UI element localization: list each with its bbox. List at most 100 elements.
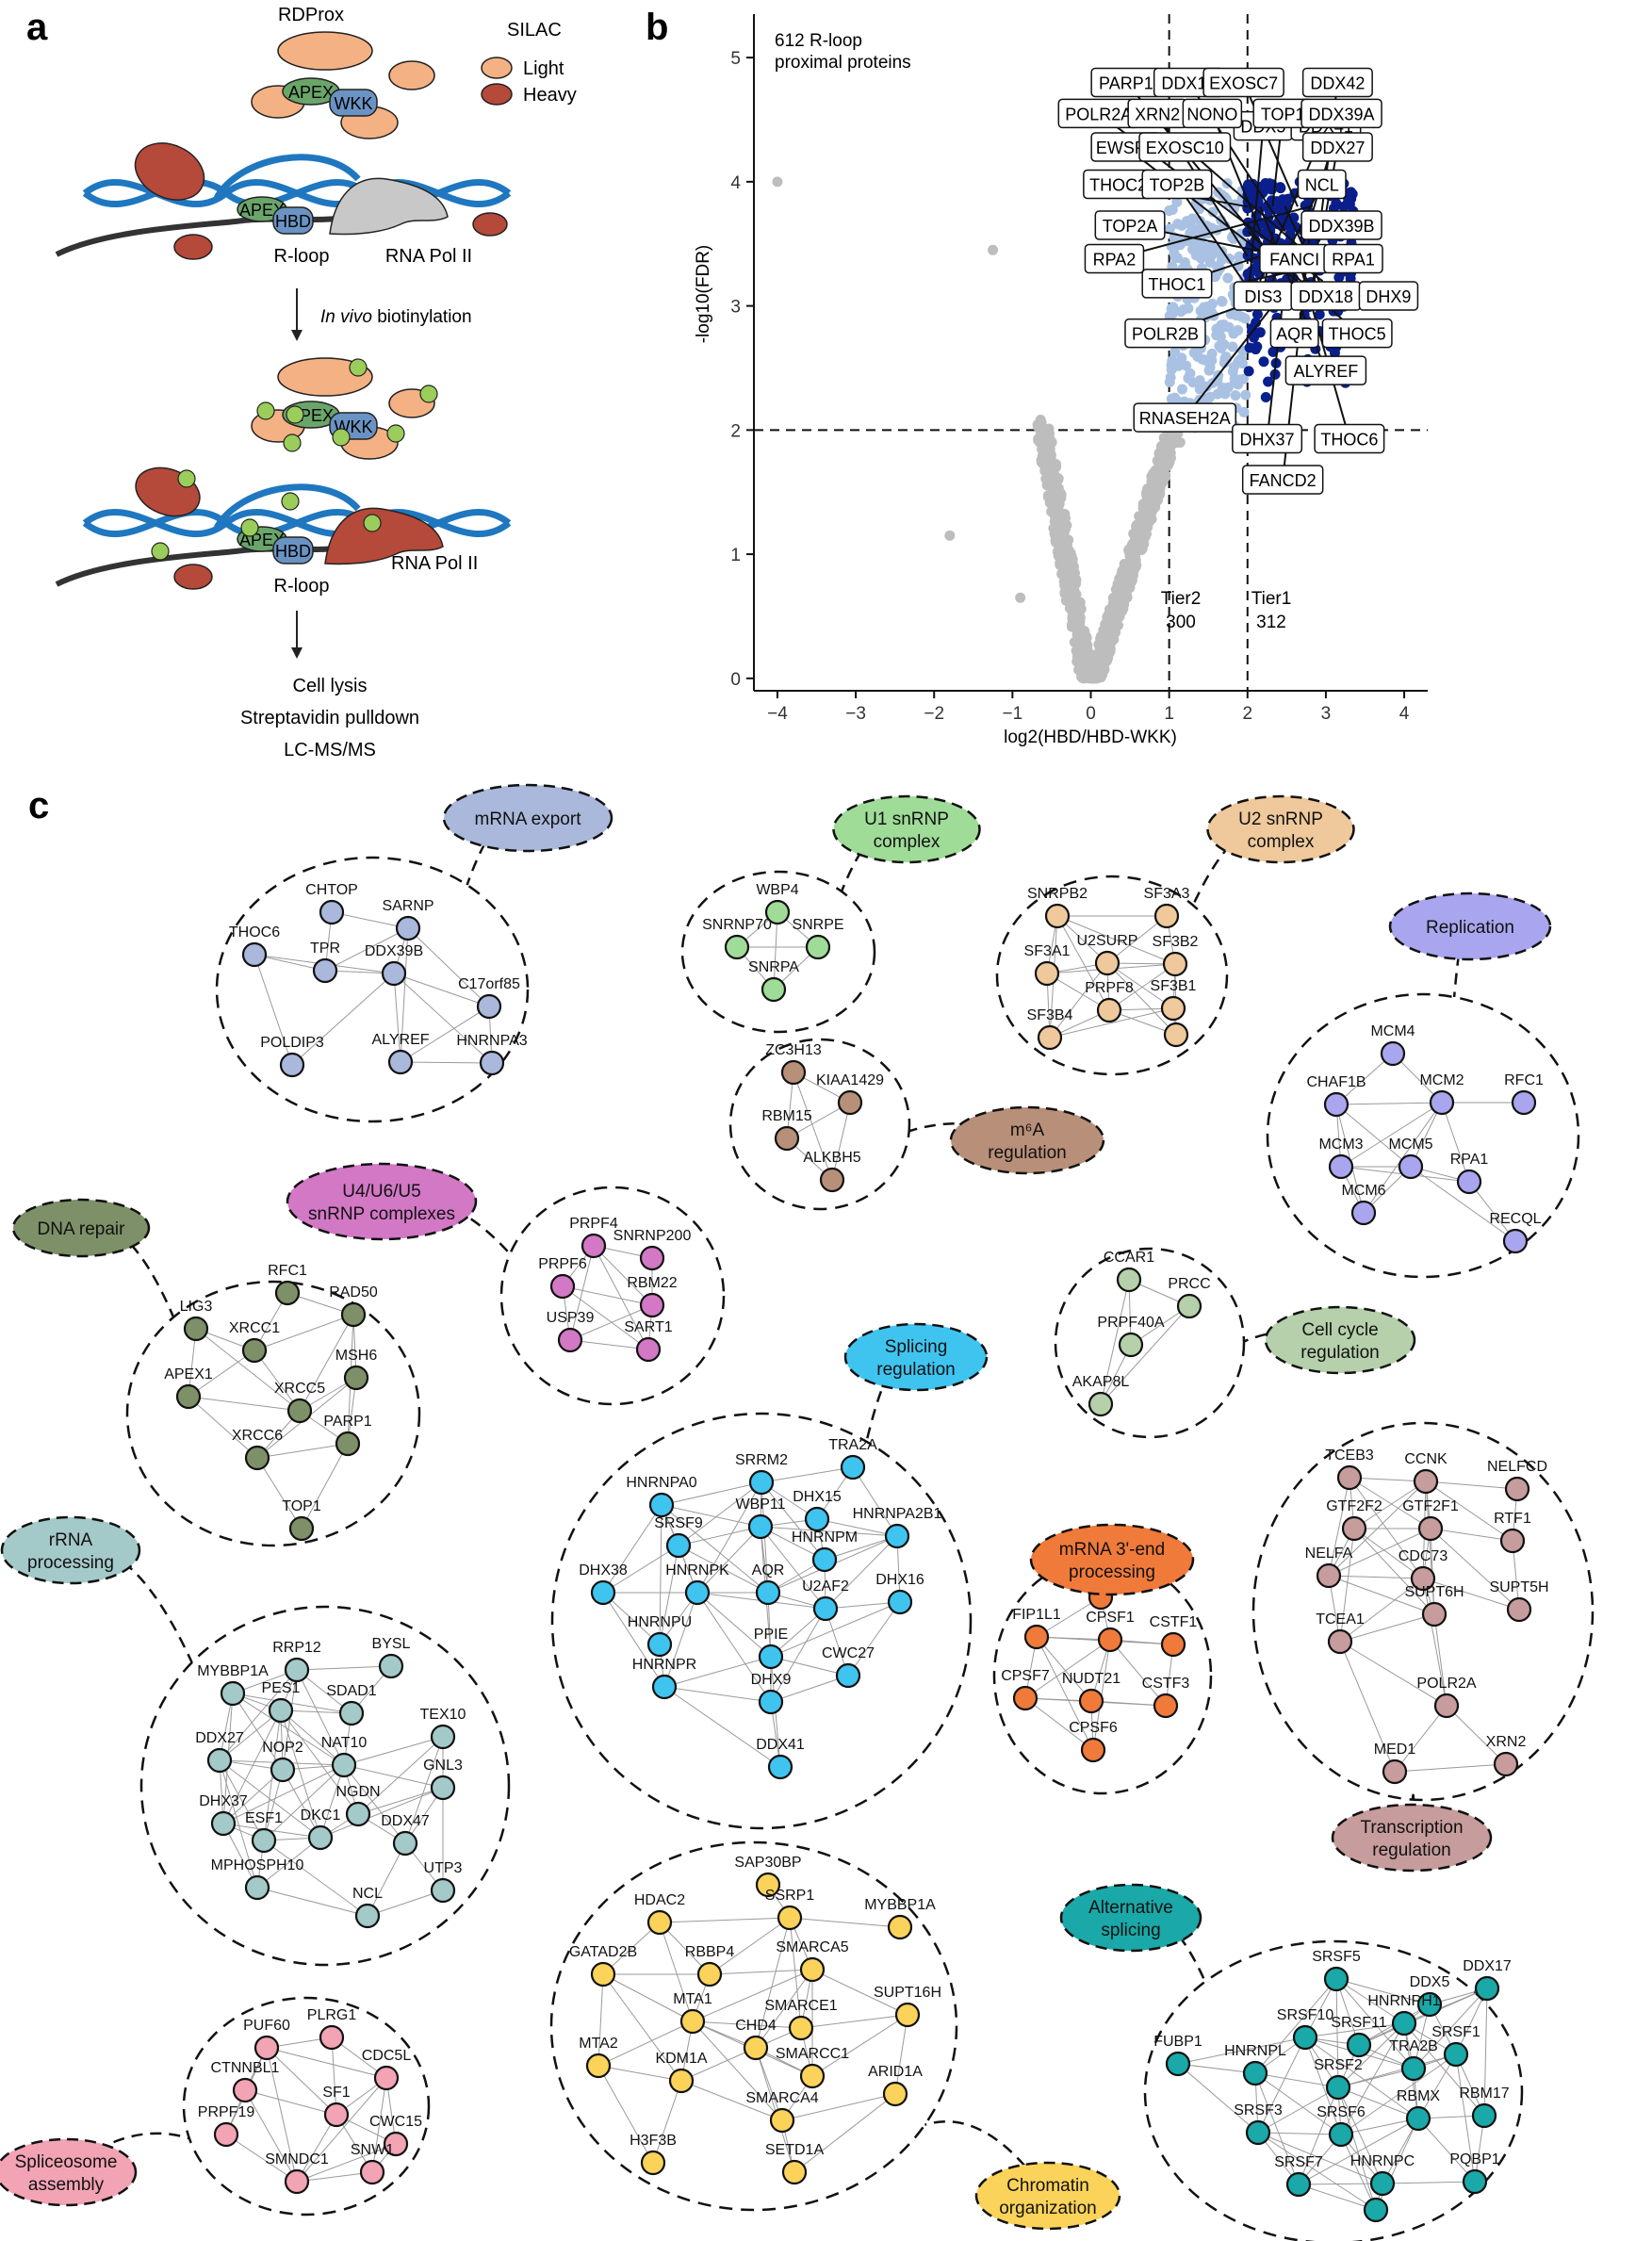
network-edge [1417,2053,1457,2119]
network-edge [1257,2132,1342,2135]
network-edge [661,1481,762,1506]
protein-node [354,1903,381,1929]
cluster-label: m⁶A [1010,1120,1045,1140]
network-edge [602,1973,682,2082]
network-edge [831,1102,851,1181]
cluster-label-bubble [1059,1883,1202,1953]
network-edge [188,1396,301,1412]
network-edge [1483,1987,1488,2117]
heavy-swatch [481,83,513,106]
tier2-point [1236,357,1248,368]
non-significant-point [1128,551,1139,563]
network-edge [343,1736,444,1766]
network-edge [393,973,401,1063]
tier2-point [1216,322,1227,334]
network-edge [692,2020,783,2121]
protein-node [1413,1468,1439,1495]
protein-node [758,1689,784,1715]
network-edge [602,1922,661,1975]
network-edge [652,2080,682,2164]
network-edge [1340,1102,1443,1168]
network-edge [663,1686,781,1768]
network-edge [296,1669,345,1766]
network-edge [1403,2022,1485,2117]
network-edge [1298,2184,1377,2211]
protein-node-label: CDC5L [362,2048,412,2064]
network-edge [232,1693,352,1714]
protein-node-label: DHX37 [199,1793,248,1809]
network-edge [663,1686,772,1703]
protein-node-label: TRA2B [1389,2038,1438,2054]
network-edge [232,1693,345,1766]
non-significant-point [1059,513,1071,524]
network-edge [244,2089,337,2116]
protein-node-label: ARID1A [868,2064,923,2080]
protein-node-label: CWC27 [822,1645,875,1661]
protein-node-label: RPA1 [1450,1152,1489,1168]
protein-node-label: CSTF1 [1150,1614,1198,1630]
tier2-point [1219,388,1231,400]
protein-node-label: MTA2 [579,2036,618,2052]
protein-node [1471,2102,1497,2129]
protein-label-box [1358,281,1419,311]
protein-node [646,1909,673,1936]
cluster-label-bubble [1388,891,1552,961]
network-edge [1328,1575,1424,1579]
protein-node [1499,1528,1526,1554]
x-tick-label: 2 [1242,704,1252,724]
protein-node [1094,950,1120,976]
network-edge [400,1006,490,1063]
tier1-point [1251,308,1263,319]
protein-node [1176,1293,1202,1319]
network-edge [1304,2037,1342,2135]
network-edge [1257,2132,1377,2211]
protein-label: THOC1 [1148,275,1205,294]
protein-node [345,1801,371,1827]
protein-node [1327,1628,1353,1655]
cluster-label: organization [999,2199,1097,2218]
protein-node-label: RTF1 [1494,1511,1531,1527]
tier2-point [1206,298,1218,309]
light-label: Light [523,58,564,79]
tier1-point [1244,342,1255,353]
network-edge [256,1837,321,1889]
protein-node-label: MPHOSPH10 [211,1857,304,1873]
protein-node-label: SNRPA [748,959,799,975]
protein-node-label: TCEB3 [1325,1448,1374,1464]
tier2-point [1195,253,1206,264]
non-significant-point [1058,568,1070,580]
protein-node-label: CSTF3 [1142,1676,1190,1692]
tier2-point [1189,224,1201,236]
rloop-strand [213,483,361,530]
protein-node-label: GTF2F2 [1326,1498,1382,1514]
protein-node-label: MYBBP1A [864,1897,936,1913]
non-significant-point [1066,568,1077,580]
network-edge [299,1314,354,1412]
cluster-outline [549,1840,958,2212]
pol-ii-label: RNA Pol II [385,246,472,267]
network-edge [770,1675,849,1703]
protein-node-label: CDC73 [1398,1548,1448,1564]
biotin-tags [256,358,438,452]
cluster-label-bubble [0,2137,138,2207]
protein-node [1163,1022,1189,1048]
protein-label: DDX39A [1309,105,1375,123]
protein-node [1421,1601,1448,1628]
non-significant-point [1110,627,1121,638]
protein-node-label: SF3B2 [1153,934,1199,950]
non-significant-point [1154,488,1166,499]
protein-node [887,1914,913,1940]
protein-node [590,1579,616,1606]
protein-label: DHX37 [1240,431,1295,450]
cluster-label: Spliceosome [15,2152,118,2172]
cluster-label: U2 snRNP [1238,810,1323,829]
non-significant-point [1142,516,1153,528]
protein-node-label: HDAC2 [634,1892,685,1908]
protein-node [288,1515,315,1542]
network-edge [593,1245,649,1350]
cluster-outline [215,856,530,1123]
non-significant-point [1137,499,1149,510]
protein-node [343,1365,369,1391]
